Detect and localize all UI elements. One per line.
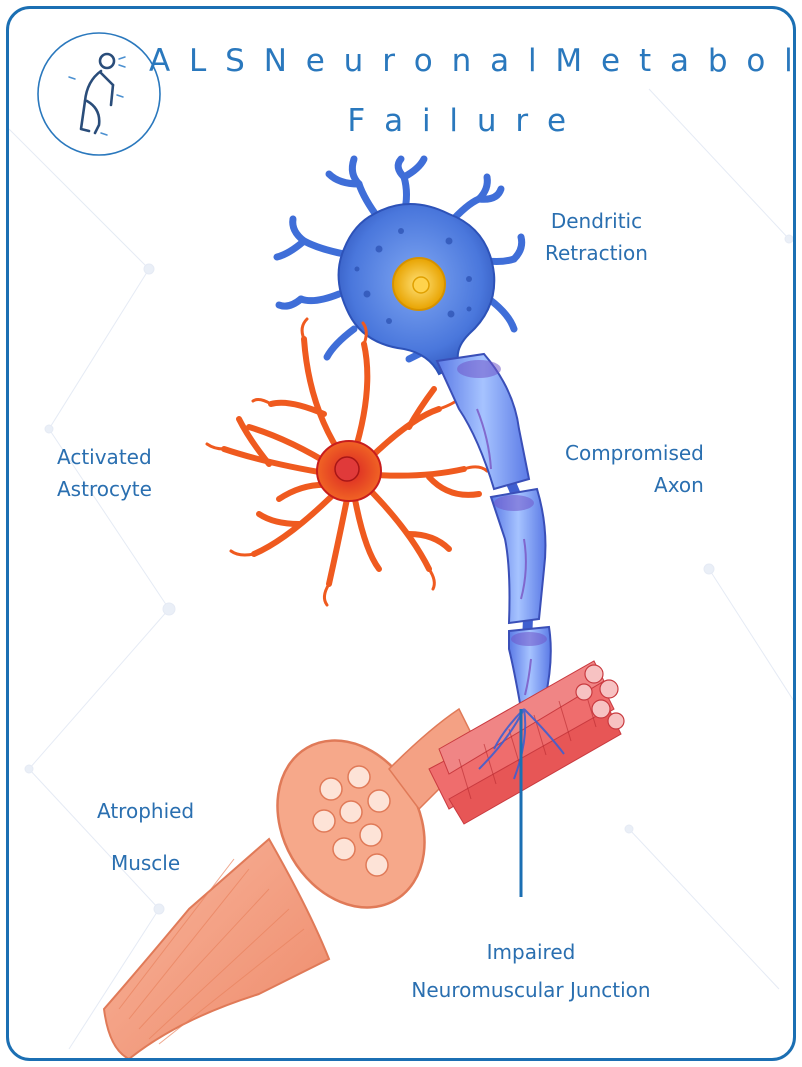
compromised-axon: [437, 354, 551, 709]
title-line-2: F a i l u r e: [149, 103, 769, 139]
label-impaired-neuromuscular-junction: Impaired Neuromuscular Junction: [371, 933, 691, 1009]
hunched-person-icon: [38, 33, 160, 155]
neuron-cell-body: [277, 159, 522, 374]
label-compromised-axon: Compromised Axon: [565, 437, 704, 501]
title-line-1: A L S N e u r o n a l M e t a b o l i c: [149, 43, 769, 79]
label-dendritic-retraction: Dendritic Retraction: [545, 205, 648, 269]
diagram-artwork: [9, 9, 796, 1061]
label-activated-astrocyte: Activated Astrocyte: [57, 441, 152, 505]
diagram-frame: A L S N e u r o n a l M e t a b o l i c …: [6, 6, 796, 1061]
label-atrophied-muscle: Atrophied Muscle: [97, 785, 194, 889]
